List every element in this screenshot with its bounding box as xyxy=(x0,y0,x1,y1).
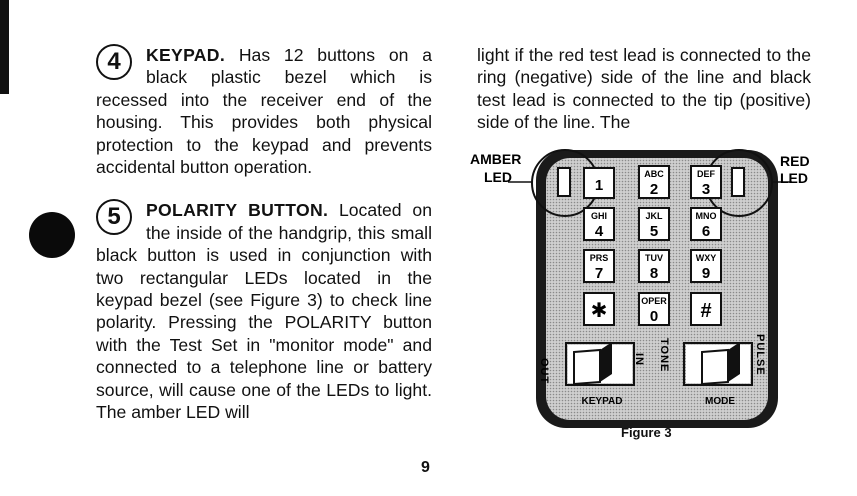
svg-text:6: 6 xyxy=(702,223,710,240)
section-number-badge: 5 xyxy=(96,199,132,236)
svg-text:1: 1 xyxy=(595,177,603,194)
key-5[interactable]: JKL 5 xyxy=(638,207,670,241)
svg-text:✱: ✱ xyxy=(591,298,608,322)
section-number-badge: 4 xyxy=(96,44,132,80)
svg-text:2: 2 xyxy=(650,181,658,198)
svg-text:WXY: WXY xyxy=(696,253,717,263)
red-led xyxy=(731,167,745,197)
keypad-switch[interactable] xyxy=(565,342,635,386)
section-body: Located on the inside of the handgrip, t… xyxy=(96,200,432,423)
mode-switch[interactable] xyxy=(683,342,753,386)
svg-text:7: 7 xyxy=(595,265,603,282)
page-number: 9 xyxy=(421,459,430,476)
key-2[interactable]: ABC 2 xyxy=(638,165,670,199)
svg-text:DEF: DEF xyxy=(697,169,716,179)
svg-text:9: 9 xyxy=(702,265,710,282)
binder-hole xyxy=(29,212,75,258)
key-9[interactable]: WXY 9 xyxy=(690,249,722,283)
key-pound[interactable]: # xyxy=(690,292,722,326)
section-keypad: 4 KEYPAD. Has 12 buttons on a black plas… xyxy=(96,44,432,178)
svg-text:MNO: MNO xyxy=(696,211,717,221)
figure-caption: Figure 3 xyxy=(621,425,672,440)
keypad-illustration: AMBER LED RED LED 1 ABC 2 DEF 3 GHI xyxy=(470,149,810,428)
key-6[interactable]: MNO 6 xyxy=(690,207,722,241)
amber-led-label: LED xyxy=(484,169,512,185)
svg-text:JKL: JKL xyxy=(645,211,663,221)
svg-text:4: 4 xyxy=(595,223,604,240)
key-4[interactable]: GHI 4 xyxy=(583,207,615,241)
svg-text:PRS: PRS xyxy=(590,253,609,263)
page-edge-tab xyxy=(0,0,9,94)
switch-label-in: IN xyxy=(633,353,645,366)
svg-text:OPER: OPER xyxy=(641,296,667,306)
section-heading: POLARITY BUTTON. xyxy=(146,200,329,221)
svg-text:3: 3 xyxy=(702,181,710,198)
key-star[interactable]: ✱ xyxy=(583,292,615,326)
left-column: 4 KEYPAD. Has 12 buttons on a black plas… xyxy=(96,44,432,445)
svg-text:GHI: GHI xyxy=(591,211,607,221)
keypad-switch-label: KEYPAD xyxy=(582,396,623,407)
switch-label-pulse: PULSE xyxy=(754,334,766,376)
svg-text:TUV: TUV xyxy=(645,253,663,263)
right-column: light if the red test lead is connected … xyxy=(477,44,811,134)
svg-text:ABC: ABC xyxy=(644,169,664,179)
svg-text:5: 5 xyxy=(650,223,658,240)
switch-label-out: OUT xyxy=(538,358,550,384)
key-3[interactable]: DEF 3 xyxy=(690,165,722,199)
section-body: Has 12 buttons on a black plastic bezel … xyxy=(96,45,432,178)
switch-label-tone: TONE xyxy=(658,338,670,372)
section-polarity-button: 5 POLARITY BUTTON. Located on the inside… xyxy=(96,199,432,423)
continued-text: light if the red test lead is connected … xyxy=(477,45,811,133)
amber-led-label: AMBER xyxy=(470,151,521,167)
keypad-figure: AMBER LED RED LED 1 ABC 2 DEF 3 GHI xyxy=(462,138,857,446)
red-led-label: RED xyxy=(780,153,810,169)
svg-text:0: 0 xyxy=(650,308,658,325)
mode-switch-label: MODE xyxy=(705,396,735,407)
key-7[interactable]: PRS 7 xyxy=(583,249,615,283)
key-grid: 1 ABC 2 DEF 3 GHI 4 JKL 5 xyxy=(583,165,722,326)
key-0[interactable]: OPER 0 xyxy=(638,292,670,326)
key-8[interactable]: TUV 8 xyxy=(638,249,670,283)
section-heading: KEYPAD. xyxy=(146,45,226,65)
red-led-label: LED xyxy=(780,170,808,186)
amber-led xyxy=(557,167,571,197)
svg-text:8: 8 xyxy=(650,265,658,282)
svg-text:#: # xyxy=(700,300,711,322)
key-1[interactable]: 1 xyxy=(583,167,615,199)
